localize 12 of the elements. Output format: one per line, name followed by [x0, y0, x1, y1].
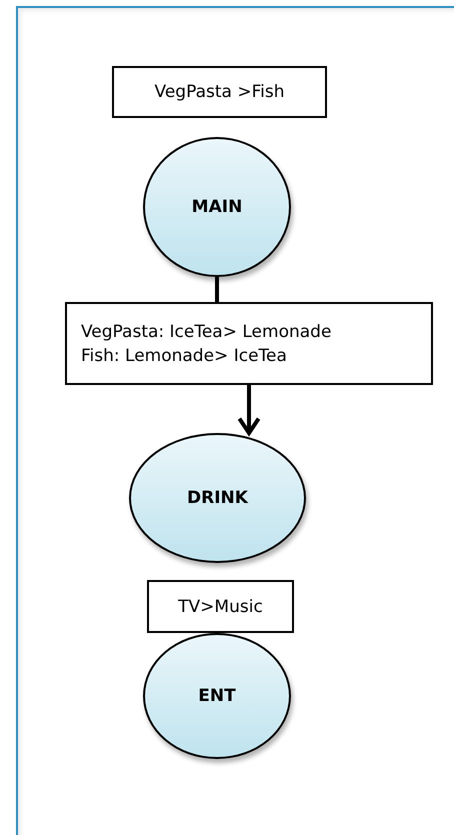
preference-text: Fish: Lemonade> IceTea: [81, 344, 287, 368]
preference-text: TV>Music: [178, 596, 263, 618]
node-label: MAIN: [192, 197, 242, 217]
preference-table-box: [65, 302, 433, 385]
node-label: DRINK: [187, 488, 248, 508]
arrow: [237, 385, 261, 435]
preference-text: VegPasta >Fish: [154, 81, 284, 104]
preference-text: VegPasta: IceTea> Lemonade: [81, 320, 332, 344]
connector-line: [215, 277, 219, 302]
preference-table-box: [147, 580, 294, 633]
preference-table-box: [112, 66, 327, 118]
node-label: ENT: [198, 686, 236, 706]
